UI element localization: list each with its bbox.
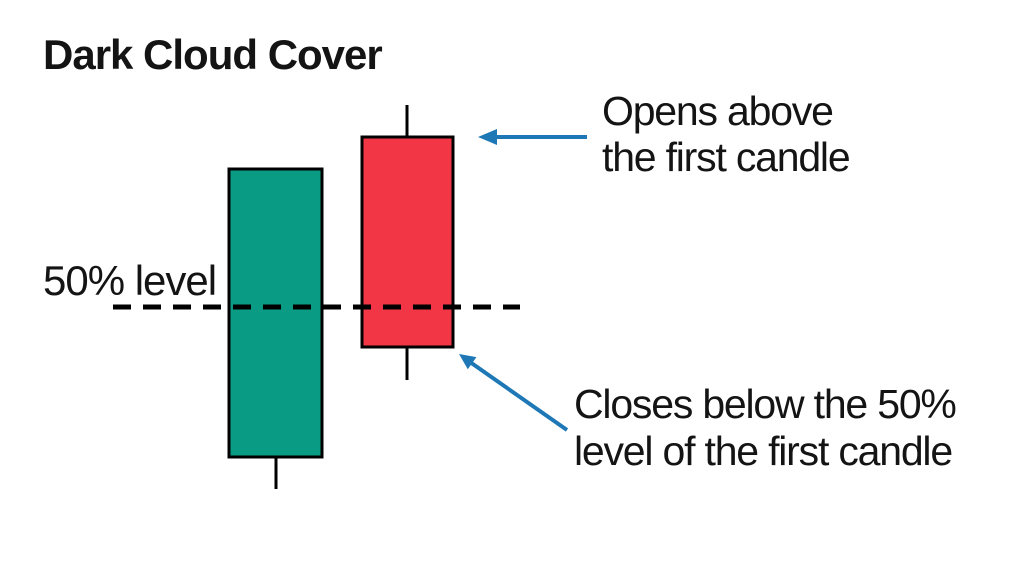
opens-above-annotation-line2: the first candle [602, 134, 851, 180]
closes-below-annotation-line1: Closes below the 50% [574, 381, 957, 427]
second-candle-body [360, 135, 455, 349]
opens-above-annotation-line1: Opens above [602, 88, 834, 134]
page-title: Dark Cloud Cover [43, 31, 383, 78]
opens-above-annotation: Opens above the first candle [602, 88, 851, 180]
arrow-left-icon [478, 129, 587, 145]
first-candle-body [227, 167, 324, 459]
fifty-percent-level-label: 50% level [43, 257, 217, 304]
arrow-up-left-icon [459, 354, 569, 432]
closes-below-annotation-line2: level of the first candle [574, 428, 953, 474]
closes-below-annotation: Closes below the 50% level of the first … [574, 381, 957, 475]
